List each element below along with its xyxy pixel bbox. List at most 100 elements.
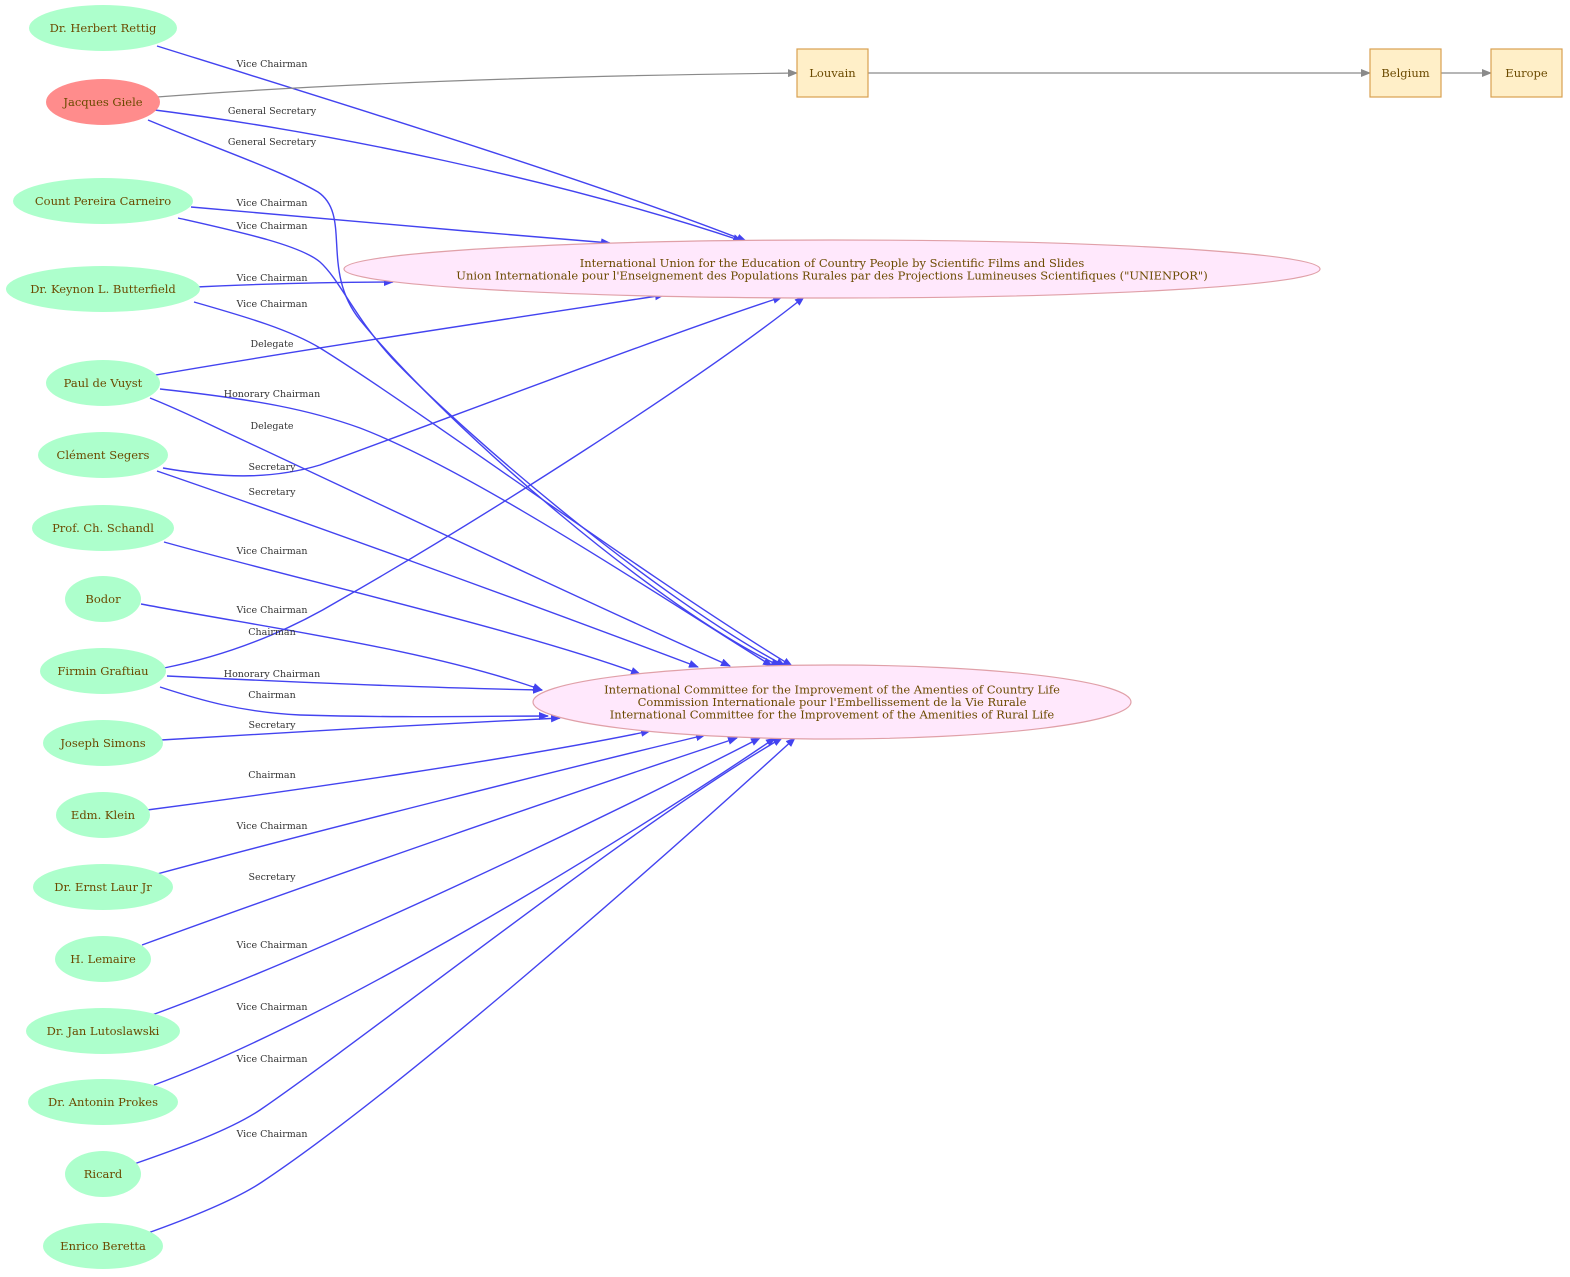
membership-edge — [159, 686, 549, 721]
person-name: Joseph Simons — [59, 736, 145, 750]
edge-label: Vice Chairman — [235, 273, 307, 284]
membership-edge — [156, 45, 747, 242]
person-node: Count Pereira Carneiro — [13, 178, 193, 224]
edges-layer — [133, 45, 1492, 1235]
place-node-europe: Europe — [1490, 48, 1563, 98]
organization-name-line: International Committee for the Improvem… — [604, 683, 1060, 697]
edge-label: Delegate — [250, 339, 293, 350]
person-ellipse — [46, 360, 160, 406]
person-node: Firmin Graftiau — [40, 648, 166, 694]
person-name: Dr. Jan Lutoslawski — [47, 1024, 160, 1038]
person-ellipse — [33, 864, 173, 910]
edge-label: Vice Chairman — [235, 198, 307, 209]
membership-edge — [177, 217, 786, 667]
person-name: Prof. Ch. Schandl — [52, 521, 154, 535]
person-name: Dr. Ernst Laur Jr — [54, 880, 152, 894]
membership-edge — [141, 737, 738, 946]
person-ellipse — [6, 266, 200, 312]
person-node: Joseph Simons — [43, 720, 163, 766]
nodes-layer: International Union for the Education of… — [6, 5, 1563, 1269]
person-ellipse — [28, 1079, 178, 1125]
person-name: Count Pereira Carneiro — [35, 194, 171, 208]
membership-edge — [133, 737, 783, 1165]
person-ellipse — [26, 1008, 180, 1054]
person-node: Bodor — [65, 576, 141, 622]
membership-edge — [190, 206, 611, 247]
edge-label: Chairman — [248, 770, 295, 781]
organization-ellipse — [343, 239, 1321, 299]
membership-edge — [146, 108, 743, 242]
membership-edge — [159, 388, 773, 667]
edge-label: Vice Chairman — [235, 299, 307, 310]
membership-edge — [156, 733, 706, 875]
edge-label: General Secretary — [228, 137, 317, 148]
membership-edge — [163, 541, 641, 675]
place-label: Louvain — [809, 66, 856, 80]
membership-edge — [151, 737, 761, 1016]
person-node: Prof. Ch. Schandl — [32, 505, 174, 551]
edge-label: Chairman — [248, 627, 295, 638]
person-node: Dr. Ernst Laur Jr — [33, 864, 173, 910]
organization-node: International Committee for the Improvem… — [532, 664, 1132, 740]
organization-name-line: International Union for the Education of… — [580, 256, 1085, 270]
place-box — [796, 48, 869, 98]
edge-label: Vice Chairman — [235, 221, 307, 232]
location-edge — [156, 69, 798, 98]
place-node-louvain: Louvain — [796, 48, 869, 98]
edge-label: General Secretary — [228, 106, 317, 117]
person-ellipse — [40, 648, 166, 694]
organization-name-line: Commission Internationale pour l'Embelli… — [638, 695, 1027, 709]
person-ellipse — [55, 936, 151, 982]
person-name: Bodor — [85, 592, 121, 606]
edge-label: Vice Chairman — [235, 1002, 307, 1013]
membership-edge — [146, 728, 651, 811]
place-label: Europe — [1505, 66, 1548, 80]
person-name: Dr. Herbert Rettig — [50, 21, 157, 35]
person-ellipse — [43, 1223, 163, 1269]
membership-edge — [160, 714, 561, 741]
person-ellipse — [13, 178, 193, 224]
membership-edge — [162, 295, 783, 477]
person-ellipse — [65, 576, 141, 622]
place-box — [1490, 48, 1563, 98]
person-name: Enrico Beretta — [60, 1239, 146, 1253]
person-ellipse — [29, 5, 177, 51]
person-node: Dr. Jan Lutoslawski — [26, 1008, 180, 1054]
edge-label: Chairman — [248, 690, 295, 701]
place-node-belgium: Belgium — [1369, 48, 1442, 98]
person-node: Clément Segers — [38, 432, 168, 478]
edge-label: Honorary Chairman — [224, 389, 320, 400]
person-ellipse — [43, 720, 163, 766]
edge-label: Secretary — [248, 872, 296, 883]
person-node: H. Lemaire — [55, 936, 151, 982]
person-name: Jacques Giele — [62, 95, 142, 109]
person-node: Dr. Antonin Prokes — [28, 1079, 178, 1125]
membership-edge — [193, 301, 793, 667]
membership-edge — [144, 737, 796, 1235]
edge-label: Vice Chairman — [235, 546, 307, 557]
person-name: Edm. Klein — [71, 808, 136, 822]
person-name: Clément Segers — [57, 448, 150, 462]
organization-node: International Union for the Education of… — [343, 239, 1321, 299]
edge-label: Secretary — [248, 720, 296, 731]
person-name: Paul de Vuyst — [64, 376, 143, 390]
membership-edge — [163, 296, 805, 669]
edge-label: Honorary Chairman — [224, 669, 320, 680]
organization-name-line: International Committee for the Improvem… — [610, 708, 1055, 722]
membership-edge — [149, 292, 665, 377]
person-ellipse — [38, 432, 168, 478]
person-node: Paul de Vuyst — [46, 360, 160, 406]
place-label: Belgium — [1381, 66, 1429, 80]
person-node: Enrico Beretta — [43, 1223, 163, 1269]
person-node: Ricard — [65, 1151, 141, 1197]
person-node: Edm. Klein — [56, 792, 150, 838]
person-name: Dr. Antonin Prokes — [48, 1095, 158, 1109]
edge-label: Vice Chairman — [235, 1054, 307, 1065]
person-node: Dr. Herbert Rettig — [29, 5, 177, 51]
edge-label: Secretary — [248, 487, 296, 498]
person-ellipse — [65, 1151, 141, 1197]
person-name: H. Lemaire — [70, 952, 136, 966]
organization-name-line: Union Internationale pour l'Enseignement… — [456, 268, 1207, 282]
edge-label: Vice Chairman — [235, 1129, 307, 1140]
